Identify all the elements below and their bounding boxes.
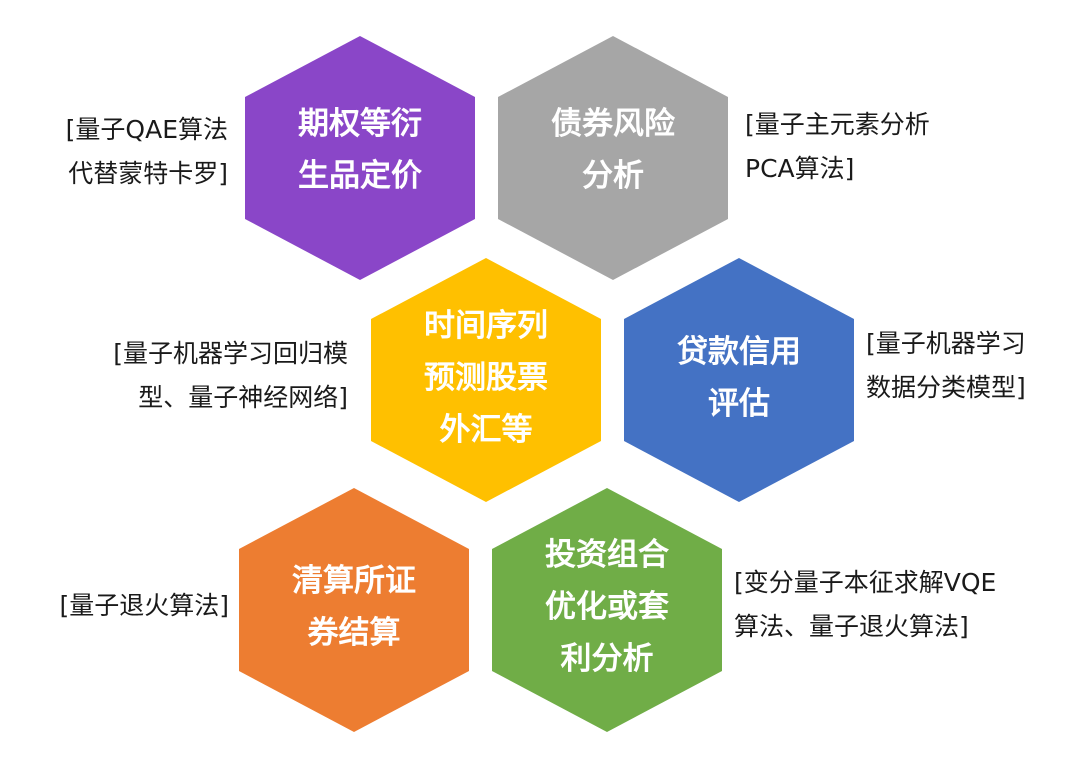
option-pricing-note-line-2: 代替蒙特卡罗]	[68, 159, 228, 188]
bond-risk-note-line-2: PCA算法]	[745, 154, 855, 183]
bond-risk-note-line-1: [量子主元素分析	[745, 110, 930, 139]
portfolio-label: 投资组合 优化或套 利分析	[545, 529, 669, 685]
hexagon-option-pricing	[245, 36, 475, 280]
portfolio-label-line-1: 投资组合	[545, 537, 669, 573]
bond-risk-note: [量子主元素分析 PCA算法]	[745, 103, 930, 191]
hexagon-time-series	[371, 258, 601, 502]
portfolio-note-line-1: [变分量子本征求解VQE	[734, 568, 997, 597]
time-series-note-line-2: 型、量子神经网络]	[138, 383, 348, 412]
hexagon-portfolio	[492, 488, 722, 732]
portfolio-note-line-2: 算法、量子退火算法]	[734, 612, 969, 641]
clearing-note-line-1: [量子退火算法]	[59, 591, 229, 620]
credit-scoring-label-line-1: 贷款信用	[677, 334, 801, 370]
bond-risk-label-line-2: 分析	[582, 158, 644, 194]
portfolio-note: [变分量子本征求解VQE 算法、量子退火算法]	[734, 561, 996, 649]
option-pricing-label: 期权等衍 生品定价	[298, 98, 422, 202]
credit-scoring-label: 贷款信用 评估	[677, 326, 801, 430]
option-pricing-label-line-2: 生品定价	[298, 158, 422, 194]
credit-scoring-note: [量子机器学习 数据分类模型]	[866, 322, 1026, 410]
option-pricing-note: [量子QAE算法 代替蒙特卡罗]	[66, 108, 228, 196]
credit-scoring-note-line-2: 数据分类模型]	[866, 373, 1026, 402]
hexagon-bond-risk	[498, 36, 728, 280]
portfolio-label-line-3: 利分析	[560, 641, 654, 677]
clearing-label-line-1: 清算所证	[292, 563, 416, 599]
portfolio-label-line-2: 优化或套	[545, 589, 669, 625]
time-series-label: 时间序列 预测股票 外汇等	[424, 300, 548, 456]
clearing-label: 清算所证 券结算	[292, 555, 416, 659]
bond-risk-label-line-1: 债券风险	[551, 106, 675, 142]
clearing-label-line-2: 券结算	[307, 615, 401, 651]
time-series-label-line-2: 预测股票	[424, 360, 548, 396]
time-series-note-line-1: [量子机器学习回归模	[113, 339, 348, 368]
bond-risk-label: 债券风险 分析	[551, 98, 675, 202]
time-series-note: [量子机器学习回归模 型、量子神经网络]	[113, 332, 348, 420]
credit-scoring-label-line-2: 评估	[708, 386, 770, 422]
option-pricing-note-line-1: [量子QAE算法	[65, 115, 228, 144]
hexagon-clearing	[239, 488, 469, 732]
time-series-label-line-3: 外汇等	[439, 412, 533, 448]
hexagon-credit-scoring	[624, 258, 854, 502]
time-series-label-line-1: 时间序列	[424, 308, 548, 344]
credit-scoring-note-line-1: [量子机器学习	[866, 329, 1026, 358]
clearing-note: [量子退火算法]	[59, 584, 229, 628]
option-pricing-label-line-1: 期权等衍	[298, 106, 422, 142]
